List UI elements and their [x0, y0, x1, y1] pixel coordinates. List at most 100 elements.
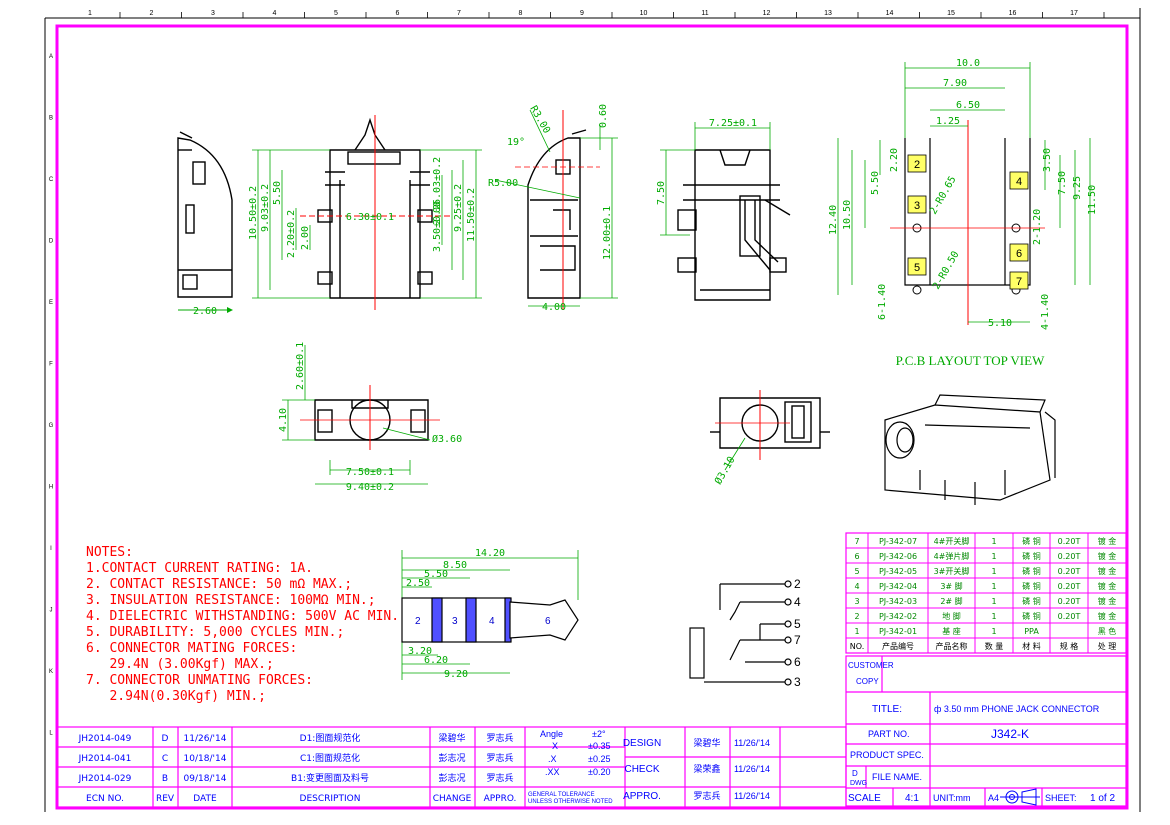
rev-cell-ecn: JH2014-049 — [78, 734, 132, 744]
zone-number: 11 — [701, 10, 708, 17]
bom-cell-part: PJ-342-01 — [879, 627, 917, 636]
bom-header-no: NO. — [850, 642, 865, 651]
pcb-pad — [907, 154, 927, 173]
bom-cell-treat: 镀 金 — [1098, 581, 1117, 591]
rev-cell-rev: B — [162, 774, 168, 784]
rev-cell-date: 11/26/'14 — [184, 734, 227, 744]
pcb-dim-r065: 2-R0.65 — [928, 174, 959, 216]
plug-dim-620: 6.20 — [424, 655, 448, 666]
rev-header-date: DATE — [193, 794, 217, 804]
note-7b: 2.94N(0.30Kgf) MIN.; — [86, 689, 266, 704]
approval-name: 梁碧华 — [693, 737, 720, 749]
plug-dim-920: 9.20 — [444, 669, 468, 680]
zone-letter: K — [49, 669, 53, 675]
pcb-pad — [1009, 243, 1029, 262]
plug-drawing: 14.20 8.50 5.50 2.50 3.20 6.20 9.20 2 3 … — [401, 548, 579, 680]
sheet-value: 1 of 2 — [1090, 793, 1115, 804]
rev-cell-rev: C — [162, 754, 168, 764]
pcb-dim-550: 5.50 — [870, 171, 881, 195]
note-4: 4. DIELECTRIC WITHSTANDING: 500V AC MIN.… — [86, 609, 407, 624]
customer-label: CUSTOMER — [848, 661, 894, 670]
plug-dim-1420: 14.20 — [475, 548, 505, 559]
bom-cell-treat: 黑 色 — [1098, 626, 1117, 636]
rear-dim-top: 7.25±0.1 — [709, 118, 757, 129]
dwg-label: DWG — [850, 780, 867, 787]
pcb-dim-1050: 10.50 — [842, 200, 853, 230]
plug-seg-6: 6 — [545, 616, 551, 627]
zone-number: 4 — [273, 10, 277, 17]
bom-cell-name: 2# 脚 — [940, 596, 962, 606]
zone-number: 10 — [640, 10, 648, 17]
rev-cell-desc: D1:图面规范化 — [300, 732, 361, 744]
zone-letter: A — [49, 54, 53, 60]
bom-cell-no: 6 — [854, 552, 859, 561]
rev-header-appr: APPRO. — [484, 794, 517, 804]
rev-cell-date: 10/18/'14 — [184, 754, 227, 764]
schem-pin-2: 2 — [794, 577, 801, 591]
bom-cell-name: 3# 脚 — [940, 581, 962, 591]
bom-cell-name: 4#弹片脚 — [934, 551, 970, 561]
note-6b: 29.4N (3.00Kgf) MAX.; — [86, 657, 274, 672]
scale-label: SCALE — [848, 793, 881, 804]
rev-header-desc: DESCRIPTION — [300, 794, 361, 804]
front-dim-width: 6.30±0.1 — [346, 212, 394, 223]
plug-dim-320: 3.20 — [408, 646, 432, 657]
pcb-dim-1240: 12.40 — [828, 205, 839, 235]
zone-letter: J — [50, 608, 53, 614]
bom-cell-treat: 镀 金 — [1098, 551, 1117, 561]
file-label: FILE NAME. — [872, 772, 922, 782]
rev-cell-date: 09/18/'14 — [184, 774, 227, 784]
zone-number: 2 — [150, 10, 154, 17]
zone-letter: D — [49, 239, 54, 245]
tol-angle-label: Angle — [540, 729, 563, 739]
bom-cell-part: PJ-342-07 — [879, 537, 917, 546]
bom-cell-spec: 0.20T — [1058, 597, 1081, 606]
schematic-pins: 2 4 5 7 6 3 — [794, 577, 801, 689]
sheet-label: SHEET: — [1045, 793, 1077, 803]
pcb-pad-label: 3 — [914, 200, 920, 212]
rev-cell-change: 彭志况 — [438, 752, 465, 764]
pcb-dim-650: 6.50 — [956, 100, 980, 111]
bom-cell-part: PJ-342-05 — [879, 567, 917, 576]
bom-cell-spec: 0.20T — [1058, 567, 1081, 576]
bottom-dim-dia: Ø3.60 — [432, 433, 462, 445]
bom-cell-mat: PPA — [1024, 627, 1039, 636]
pcb-dim-4-140: 4-1.40 — [1040, 294, 1051, 330]
front-view: 2.60 6.30±0.1 — [177, 115, 482, 317]
bom-cell-qty: 1 — [991, 567, 996, 576]
bom-cell-mat: 磷 铜 — [1022, 596, 1041, 606]
pcb-pad-label: 7 — [1016, 276, 1022, 288]
pcb-pad — [1009, 271, 1029, 290]
zone-number: 9 — [580, 10, 584, 17]
bom-cell-name: 4#开关脚 — [934, 536, 970, 546]
zone-number: 15 — [947, 10, 955, 17]
plug-dim-250: 2.50 — [406, 578, 430, 589]
note-5: 5. DURABILITY: 5,000 CYCLES MIN.; — [86, 625, 344, 640]
front-dim-bottom: 2.60 — [193, 306, 217, 317]
front-dim-h4: 2.20±0.2 — [286, 210, 297, 258]
bom-header-treat: 处 理 — [1098, 641, 1117, 651]
front-dim-r5: 11.50±0.2 — [466, 188, 477, 242]
copy-label: COPY — [856, 677, 879, 686]
title-label: TITLE: — [872, 704, 902, 715]
rev-cell-appr: 罗志兵 — [486, 752, 513, 764]
pcb-pad-label: 4 — [1016, 176, 1022, 188]
zone-number: 17 — [1070, 10, 1078, 17]
bom-cell-no: 5 — [854, 567, 859, 576]
bom-cell-part: PJ-342-03 — [879, 597, 917, 606]
plug-dim-550: 5.50 — [424, 569, 448, 580]
schem-pin-3: 3 — [794, 675, 801, 689]
front-dim-h3: 5.50 — [272, 181, 283, 205]
title-block — [845, 655, 1127, 807]
zone-letter: C — [49, 177, 54, 183]
bom-cell-part: PJ-342-04 — [879, 582, 917, 591]
approval-date: 11/26/'14 — [734, 791, 770, 801]
unit-label: UNIT:mm — [933, 793, 971, 803]
bom-cell-part: PJ-342-06 — [879, 552, 917, 561]
bom-header-qty: 数 量 — [985, 641, 1004, 651]
rev-cell-appr: 罗志兵 — [486, 772, 513, 784]
zone-letter: B — [49, 116, 53, 122]
note-2: 2. CONTACT RESISTANCE: 50 mΩ MAX.; — [86, 577, 352, 592]
zone-letter: L — [49, 731, 53, 737]
